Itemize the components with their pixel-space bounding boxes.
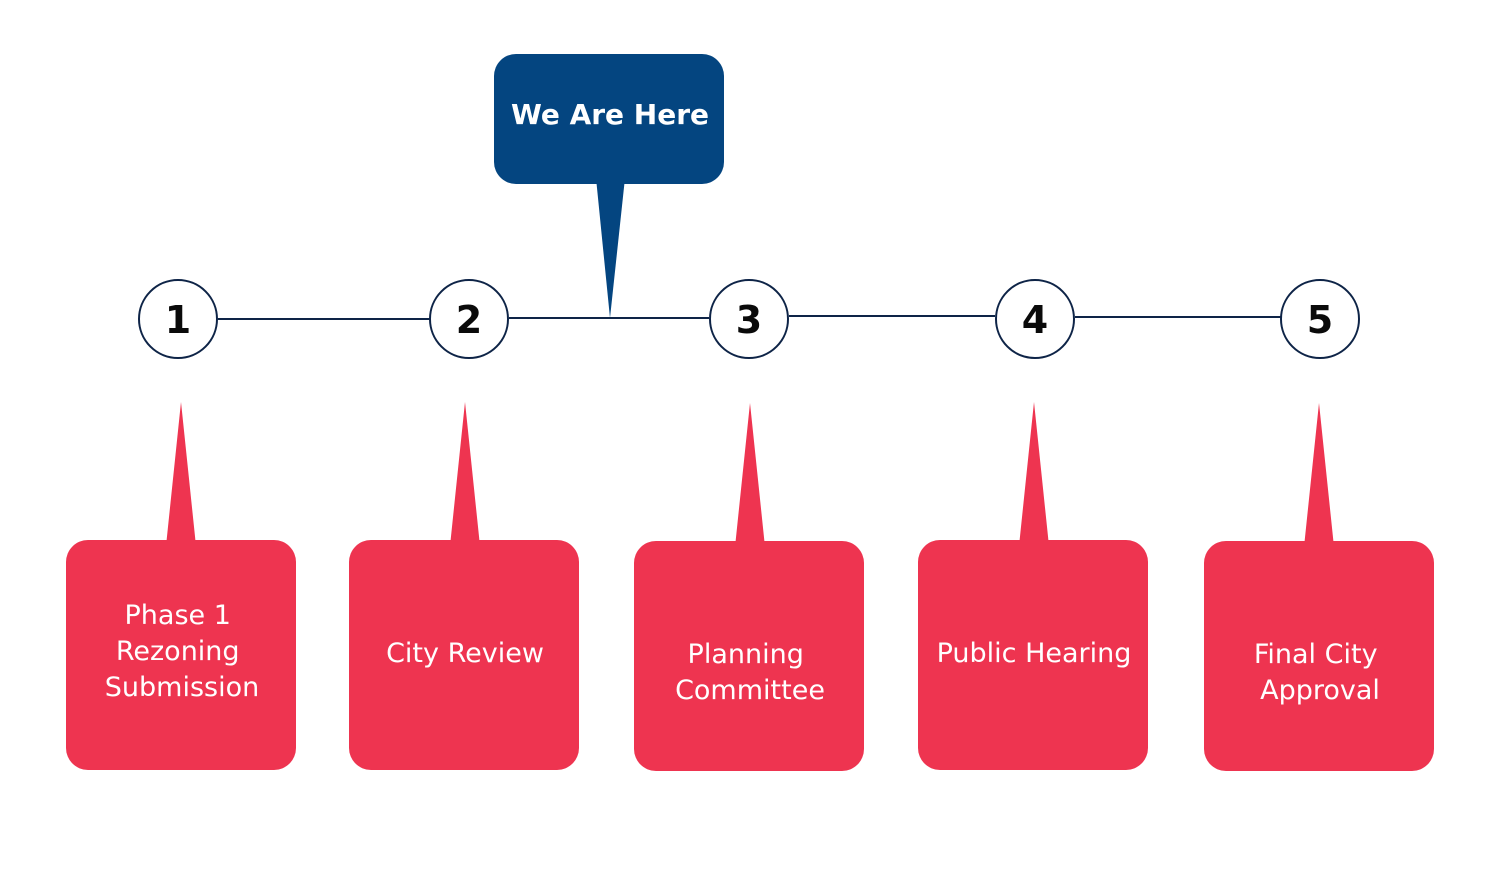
step-circle-4 bbox=[995, 279, 1075, 359]
step-4: 4 Public Hearing bbox=[918, 279, 1148, 770]
step-pointer-1 bbox=[166, 402, 196, 546]
step-pointer-5 bbox=[1304, 403, 1334, 547]
step-5: 5 Final City Approval bbox=[1204, 279, 1434, 771]
step-number-4: 4 bbox=[1022, 298, 1048, 342]
step-label-2: City Review bbox=[386, 638, 544, 669]
step-label-3: Planning Committee bbox=[675, 639, 825, 706]
step-circle-5 bbox=[1280, 279, 1360, 359]
step-box-1 bbox=[66, 540, 296, 770]
step-number-3: 3 bbox=[736, 298, 762, 342]
step-box-2 bbox=[349, 540, 579, 770]
step-number-2: 2 bbox=[456, 298, 482, 342]
step-pointer-2 bbox=[450, 402, 480, 546]
step-number-5: 5 bbox=[1307, 298, 1333, 342]
step-pointer-4 bbox=[1019, 402, 1049, 546]
step-circle-3 bbox=[709, 279, 789, 359]
step-1: 1 Phase 1 Rezoning Submission bbox=[66, 279, 296, 770]
step-3: 3 Planning Committee bbox=[634, 279, 864, 771]
step-number-1: 1 bbox=[165, 298, 191, 342]
step-circle-2 bbox=[429, 279, 509, 359]
step-pointer-3 bbox=[735, 403, 765, 547]
step-2: 2 City Review bbox=[349, 279, 579, 770]
step-box-3 bbox=[634, 541, 864, 771]
step-label-5: Final City Approval bbox=[1254, 639, 1386, 706]
step-label-4: Public Hearing bbox=[937, 638, 1132, 669]
marker-pointer bbox=[596, 178, 625, 318]
timeline-connectors bbox=[218, 315, 1281, 320]
step-box-4 bbox=[918, 540, 1148, 770]
step-circle-1 bbox=[138, 279, 218, 359]
step-box-5 bbox=[1204, 541, 1434, 771]
marker-box bbox=[494, 54, 724, 184]
marker-label: We Are Here bbox=[511, 98, 709, 131]
step-label-1: Phase 1 Rezoning Submission bbox=[105, 600, 259, 703]
we-are-here-marker: We Are Here bbox=[494, 54, 724, 318]
